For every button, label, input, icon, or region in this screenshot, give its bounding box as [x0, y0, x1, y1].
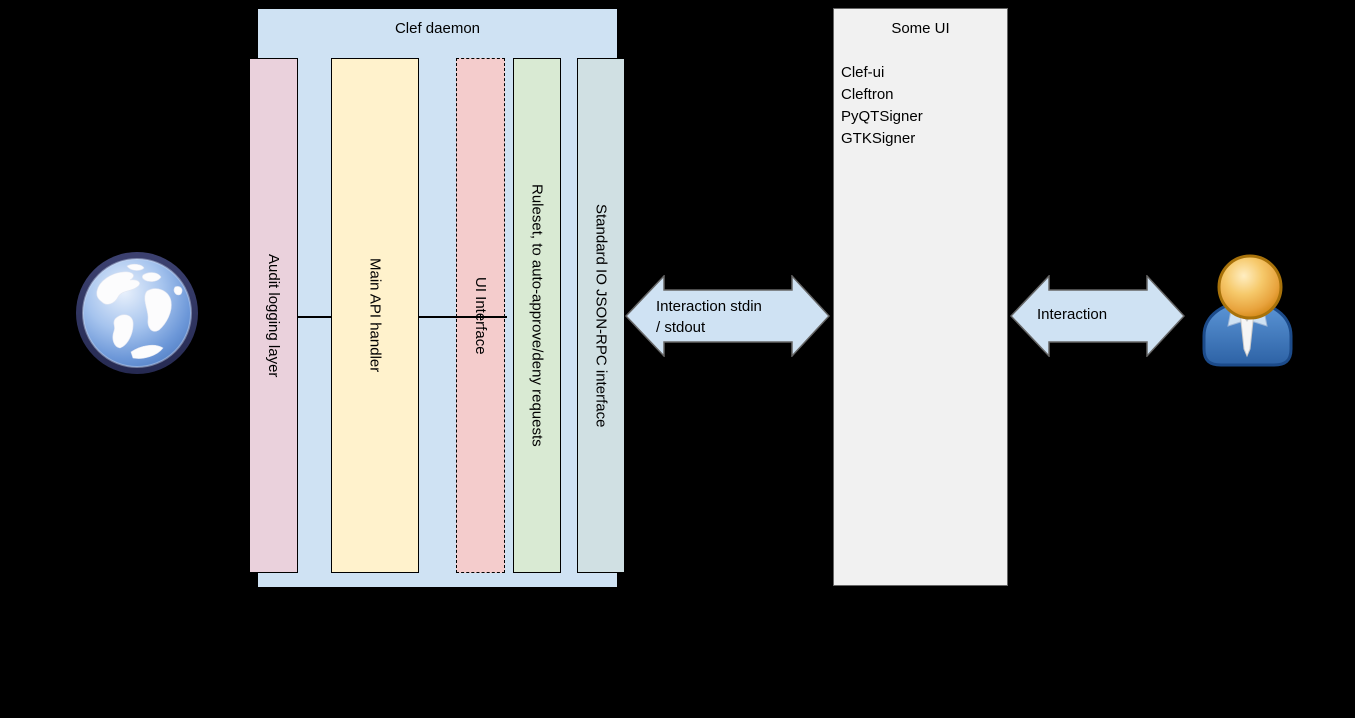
stdio-jsonrpc-column: Standard IO JSON-RPC interface	[577, 58, 625, 573]
stdio-interaction-arrow-label-line2: / stdout	[656, 319, 706, 336]
user-interaction-arrow-label: Interaction	[1037, 306, 1108, 323]
clef-daemon-title: Clef daemon	[394, 20, 481, 37]
ui-interface-label: UI Interface	[472, 276, 489, 355]
audit-logging-layer-column: Audit logging layer	[249, 58, 298, 573]
connector-audit-to-api	[298, 316, 331, 318]
clef-daemon-box	[257, 8, 618, 588]
audit-logging-layer-label: Audit logging layer	[265, 253, 282, 378]
some-ui-item-gtksigner: GTKSigner	[841, 130, 916, 147]
main-api-handler-label: Main API handler	[366, 258, 384, 373]
stdio-jsonrpc-label: Standard IO JSON-RPC interface	[592, 203, 610, 428]
main-api-handler-column: Main API handler	[331, 58, 419, 573]
user-icon	[1200, 252, 1295, 367]
stdio-interaction-arrow	[625, 275, 830, 357]
some-ui-item-clef-ui: Clef-ui	[841, 64, 885, 81]
some-ui-item-cleftron: Cleftron	[841, 86, 894, 103]
some-ui-list: Clef-ui Cleftron PyQTSigner GTKSigner	[841, 62, 923, 150]
some-ui-box	[833, 8, 1008, 586]
connector-api-to-ui	[419, 316, 507, 318]
globe-icon	[75, 251, 199, 375]
ruleset-label: Ruleset, to auto-approve/deny requests	[528, 184, 546, 447]
stdio-interaction-arrow-label: Interaction stdin / stdout	[656, 296, 762, 338]
ruleset-column: Ruleset, to auto-approve/deny requests	[513, 58, 561, 573]
some-ui-title: Some UI	[891, 20, 950, 37]
stdio-interaction-arrow-label-line1: Interaction stdin	[656, 298, 762, 315]
ui-interface-column: UI Interface	[456, 58, 505, 573]
some-ui-item-pyqtsigner: PyQTSigner	[841, 108, 923, 125]
user-interaction-arrow	[1010, 275, 1185, 357]
